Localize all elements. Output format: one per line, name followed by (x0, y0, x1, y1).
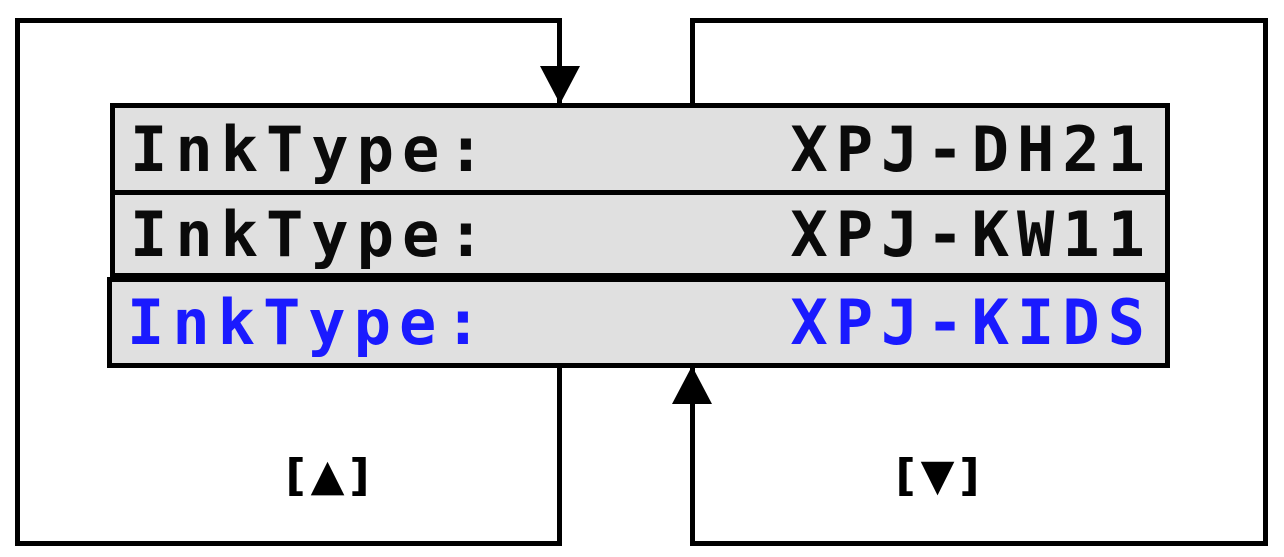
lcd-screen-row-2: InkType: XPJ-KW11 (110, 190, 1170, 278)
down-button-label: [▼] (895, 450, 985, 501)
ink-type-label: InkType: (130, 112, 493, 186)
up-arrowhead-icon (672, 366, 712, 404)
up-button-label: [▲] (285, 450, 375, 501)
down-arrowhead-icon (540, 66, 580, 104)
lcd-screen-row-1: InkType: XPJ-DH21 (110, 103, 1170, 195)
ink-type-label: InkType: (127, 286, 490, 359)
ink-type-label: InkType: (130, 197, 493, 271)
ink-type-value: XPJ-KIDS (790, 286, 1153, 359)
lcd-screen-row-3: InkType: XPJ-KIDS (107, 277, 1170, 368)
ink-type-value: XPJ-KW11 (790, 197, 1153, 271)
ink-type-value: XPJ-DH21 (790, 112, 1153, 186)
